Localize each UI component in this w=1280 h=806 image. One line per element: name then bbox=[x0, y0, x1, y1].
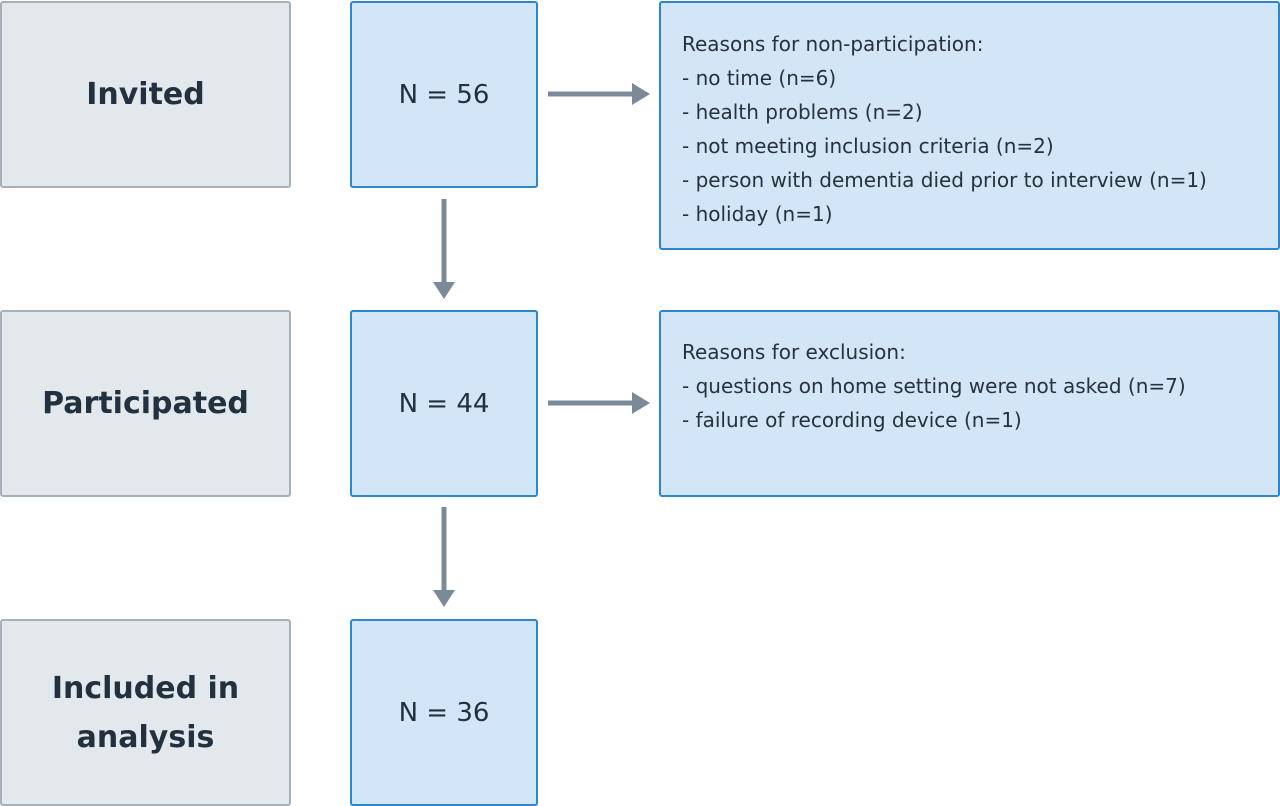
stage-included-label-line-1: Included in bbox=[51, 670, 240, 706]
non-participation-reason: - person with dementia died prior to int… bbox=[682, 168, 1207, 192]
count-included-box: N = 36 bbox=[350, 619, 538, 806]
arrow-to-exclusion-reasons bbox=[548, 392, 650, 414]
count-participated-box: N = 44 bbox=[350, 310, 538, 497]
arrow-invited-to-participated bbox=[433, 199, 455, 299]
count-participated-value: N = 44 bbox=[398, 388, 490, 419]
non-participation-reason: - no time (n=6) bbox=[682, 66, 837, 90]
non-participation-reasons-box: Reasons for non-participation: - no time… bbox=[659, 1, 1280, 250]
exclusion-reason: - questions on home setting were not ask… bbox=[682, 374, 1186, 398]
count-invited-box: N = 56 bbox=[350, 1, 538, 188]
stage-included-label-line-2: analysis bbox=[76, 719, 215, 755]
non-participation-reason: - health problems (n=2) bbox=[682, 100, 923, 124]
exclusion-heading: Reasons for exclusion: bbox=[682, 340, 906, 364]
count-included-value: N = 36 bbox=[398, 697, 490, 728]
exclusion-reasons-box: Reasons for exclusion: - questions on ho… bbox=[659, 310, 1280, 497]
arrow-participated-to-included bbox=[433, 507, 455, 607]
count-invited-value: N = 56 bbox=[398, 79, 490, 110]
stage-participated-label: Participated bbox=[42, 386, 249, 421]
non-participation-reason: - not meeting inclusion criteria (n=2) bbox=[682, 134, 1054, 158]
exclusion-reason: - failure of recording device (n=1) bbox=[682, 408, 1022, 432]
stage-participated-box: Participated bbox=[0, 310, 291, 497]
non-participation-reason: - holiday (n=1) bbox=[682, 202, 833, 226]
stage-invited-box: Invited bbox=[0, 1, 291, 188]
stage-invited-label: Invited bbox=[86, 77, 205, 112]
arrow-to-non-participation-reasons bbox=[548, 83, 650, 105]
non-participation-heading: Reasons for non-participation: bbox=[682, 32, 984, 56]
stage-included-box: Included in analysis bbox=[0, 619, 291, 806]
